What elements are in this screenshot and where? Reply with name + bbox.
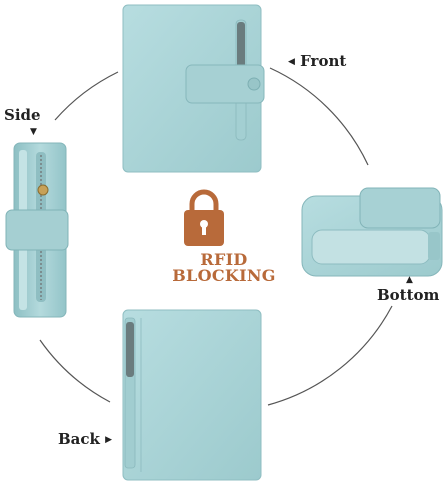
label-back: Back ▶ — [58, 430, 112, 448]
wallet-front-image — [122, 4, 265, 173]
label-bottom-arrow: ▲ — [406, 270, 413, 288]
rfid-title: RFID — [200, 250, 248, 269]
ring-arc-bottom-left — [39, 339, 111, 403]
padlock-icon — [184, 189, 224, 246]
arrow-up-icon: ▲ — [406, 275, 413, 285]
wallet-bottom-image — [301, 187, 443, 277]
label-front: ◀ Front — [288, 52, 346, 70]
ring-arc-top-left — [54, 71, 119, 121]
ring-arc-bottom-right — [267, 305, 393, 406]
connector-ring — [39, 67, 393, 406]
arrow-down-icon: ▼ — [30, 127, 37, 137]
label-bottom-text: Bottom — [377, 286, 440, 304]
label-back-text: Back — [58, 430, 100, 448]
rfid-subtitle: BLOCKING — [172, 266, 276, 285]
label-bottom: Bottom — [377, 286, 439, 304]
ring-arc-top-right — [269, 67, 369, 166]
label-front-text: Front — [300, 52, 347, 70]
label-side: Side — [4, 106, 41, 124]
wallet-side-image — [5, 142, 69, 318]
wallet-back-image — [122, 309, 262, 481]
label-side-text: Side — [4, 106, 41, 124]
label-side-arrow: ▼ — [30, 122, 37, 140]
arrow-right-icon: ▶ — [105, 435, 113, 445]
arrow-left-icon: ◀ — [288, 57, 295, 67]
